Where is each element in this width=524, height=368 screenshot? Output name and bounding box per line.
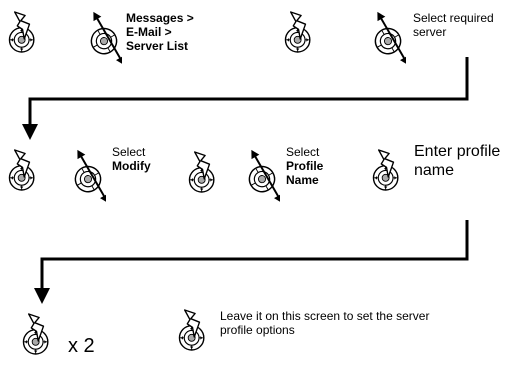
step-instruction: Select Modify (112, 145, 151, 173)
instruction-line: Select required (413, 11, 494, 25)
scroll-navigation-key-icon (244, 148, 280, 212)
instruction-line: server (413, 25, 447, 39)
instruction-line: name (414, 162, 455, 179)
flow-arrow-head (22, 124, 38, 140)
menu-path-line: E-Mail > (126, 25, 172, 39)
press-center-key-icon (282, 10, 322, 54)
scroll-navigation-key-icon (70, 148, 106, 212)
press-center-key-icon (6, 148, 46, 192)
flow-connector-row2-row3 (40, 220, 469, 292)
step-instruction: Select required server (413, 11, 494, 39)
instruction-line: profile options (220, 323, 295, 337)
press-center-key-icon (186, 150, 226, 194)
press-center-key-icon (20, 312, 60, 356)
menu-item-name: Profile (286, 159, 324, 173)
instruction-line: Leave it on this screen to set the serve… (220, 309, 430, 323)
press-center-key-icon (370, 148, 410, 192)
scroll-navigation-key-icon (370, 10, 406, 74)
press-center-key-icon (176, 308, 216, 352)
step-instruction: Messages > E-Mail > Server List (126, 11, 194, 53)
menu-item-name: Modify (112, 159, 151, 173)
instruction-line: Select (112, 145, 146, 159)
menu-path-line: Server List (126, 39, 189, 53)
instruction-line: Select (286, 145, 320, 159)
step-instruction: Leave it on this screen to set the serve… (220, 309, 429, 337)
menu-path-line: Messages > (126, 11, 194, 25)
press-center-key-icon (6, 10, 46, 54)
flow-connector-row1-row2 (28, 57, 469, 128)
step-instruction: Enter profile name (414, 142, 500, 180)
instruction-line: Enter profile (414, 143, 501, 160)
repeat-count: x 2 (68, 335, 95, 357)
menu-item-name: Name (286, 173, 319, 187)
step-instruction: Select Profile Name (286, 145, 323, 187)
scroll-navigation-key-icon (86, 10, 122, 74)
flow-arrow-head (34, 288, 50, 304)
